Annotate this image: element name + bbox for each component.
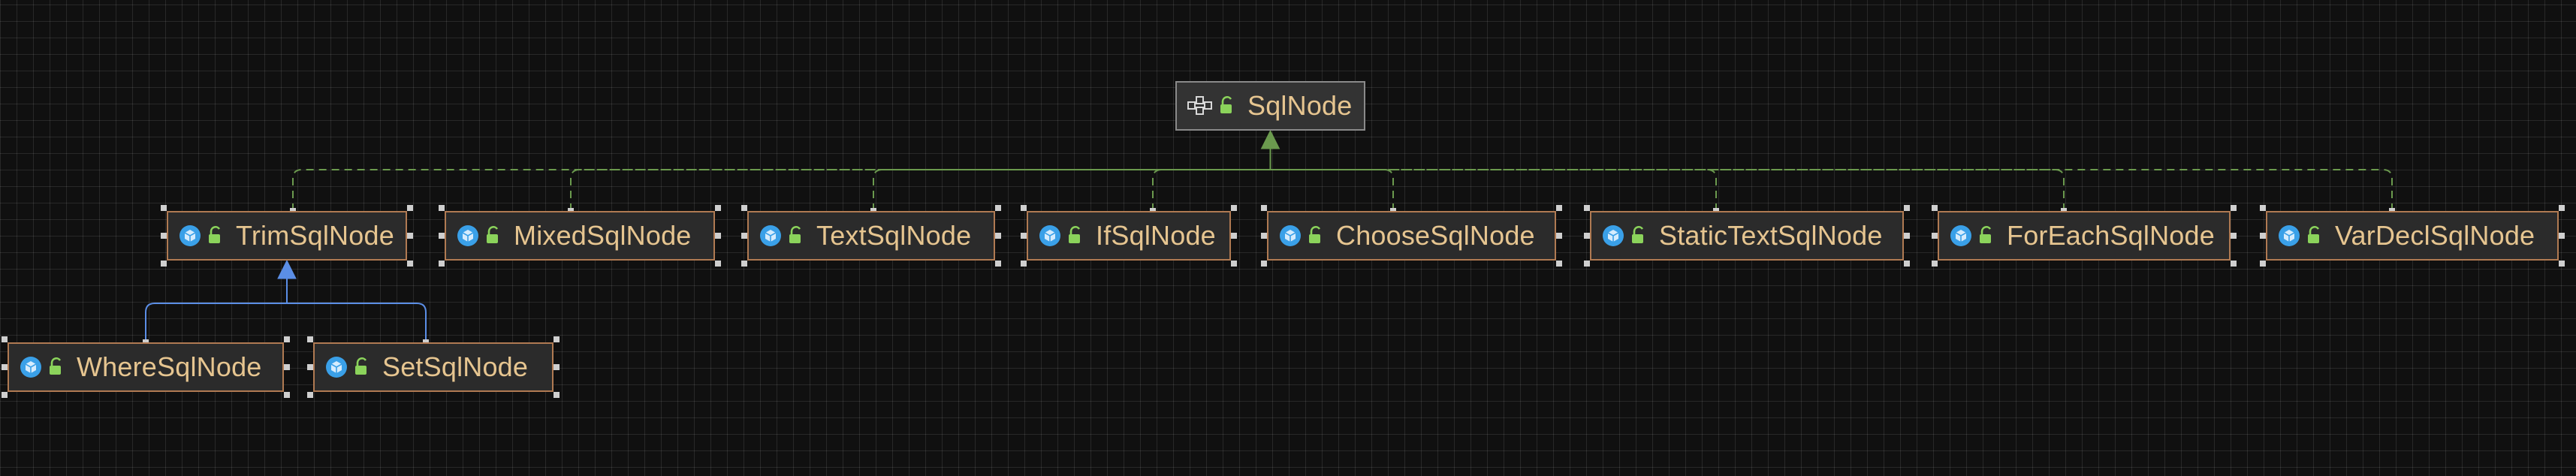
class-icon xyxy=(1950,225,1971,246)
node-trimsqlnode[interactable]: TrimSqlNode xyxy=(161,205,413,267)
edge-where-to-trim xyxy=(145,277,288,342)
unlocked-icon xyxy=(355,357,367,375)
node-label: SetSqlNode xyxy=(382,351,529,382)
node-label: StaticTextSqlNode xyxy=(1659,220,1883,251)
node-vardeclsqlnode[interactable]: VarDeclSqlNode xyxy=(2260,205,2565,267)
node-setsqlnode[interactable]: SetSqlNode xyxy=(307,336,560,398)
node-label: MixedSqlNode xyxy=(514,220,692,251)
node-statictextsqlnode[interactable]: StaticTextSqlNode xyxy=(1584,205,1910,267)
node-choosesqlnode[interactable]: ChooseSqlNode xyxy=(1261,205,1562,267)
edge-statictext-to-sqlnode xyxy=(1269,147,1717,211)
node-label: TrimSqlNode xyxy=(236,220,394,251)
class-icon xyxy=(457,225,478,246)
node-label: TextSqlNode xyxy=(816,220,972,251)
edge-choose-to-sqlnode xyxy=(1269,147,1394,211)
node-textsqlnode[interactable]: TextSqlNode xyxy=(741,205,1001,267)
unlocked-icon xyxy=(1632,226,1644,243)
class-icon xyxy=(1039,225,1060,246)
edge-text-to-sqlnode xyxy=(873,147,1271,211)
node-label: IfSqlNode xyxy=(1096,220,1216,251)
node-foreachsqlnode[interactable]: ForEachSqlNode xyxy=(1932,205,2237,267)
unlocked-icon xyxy=(1980,226,1992,243)
edge-set-to-trim xyxy=(286,277,427,342)
edge-vardecl-to-sqlnode xyxy=(1269,147,2393,211)
edge-if-to-sqlnode xyxy=(1152,147,1271,211)
node-mixedsqlnode[interactable]: MixedSqlNode xyxy=(439,205,721,267)
edge-trim-to-sqlnode xyxy=(292,147,1271,211)
node-wheresqlnode[interactable]: WhereSqlNode xyxy=(2,336,290,398)
class-icon xyxy=(179,225,201,246)
class-icon xyxy=(2279,225,2300,246)
node-sqlnode[interactable]: SqlNode xyxy=(1175,81,1365,131)
class-icon xyxy=(1603,225,1624,246)
node-label: ForEachSqlNode xyxy=(2007,220,2215,251)
unlocked-icon xyxy=(50,357,62,375)
extends-arrowhead xyxy=(277,259,297,279)
unlocked-icon xyxy=(487,226,499,243)
edge-mixed-to-sqlnode xyxy=(570,147,1271,211)
class-icon xyxy=(326,357,347,378)
node-label: VarDeclSqlNode xyxy=(2335,220,2535,251)
node-ifsqlnode[interactable]: IfSqlNode xyxy=(1021,205,1237,267)
unlocked-icon xyxy=(1069,226,1081,243)
node-label: ChooseSqlNode xyxy=(1336,220,1535,251)
edge-foreach-to-sqlnode xyxy=(1269,147,2065,211)
unlocked-icon xyxy=(789,226,801,243)
interface-icon xyxy=(1187,96,1212,115)
unlocked-icon xyxy=(209,226,221,243)
unlocked-icon xyxy=(2308,226,2320,243)
class-icon xyxy=(760,225,781,246)
node-label: WhereSqlNode xyxy=(77,351,262,382)
node-label: SqlNode xyxy=(1247,90,1353,121)
class-icon xyxy=(20,357,41,378)
unlocked-icon xyxy=(1220,96,1232,113)
unlocked-icon xyxy=(1309,226,1321,243)
implements-arrowhead xyxy=(1260,129,1280,149)
class-icon xyxy=(1280,225,1301,246)
